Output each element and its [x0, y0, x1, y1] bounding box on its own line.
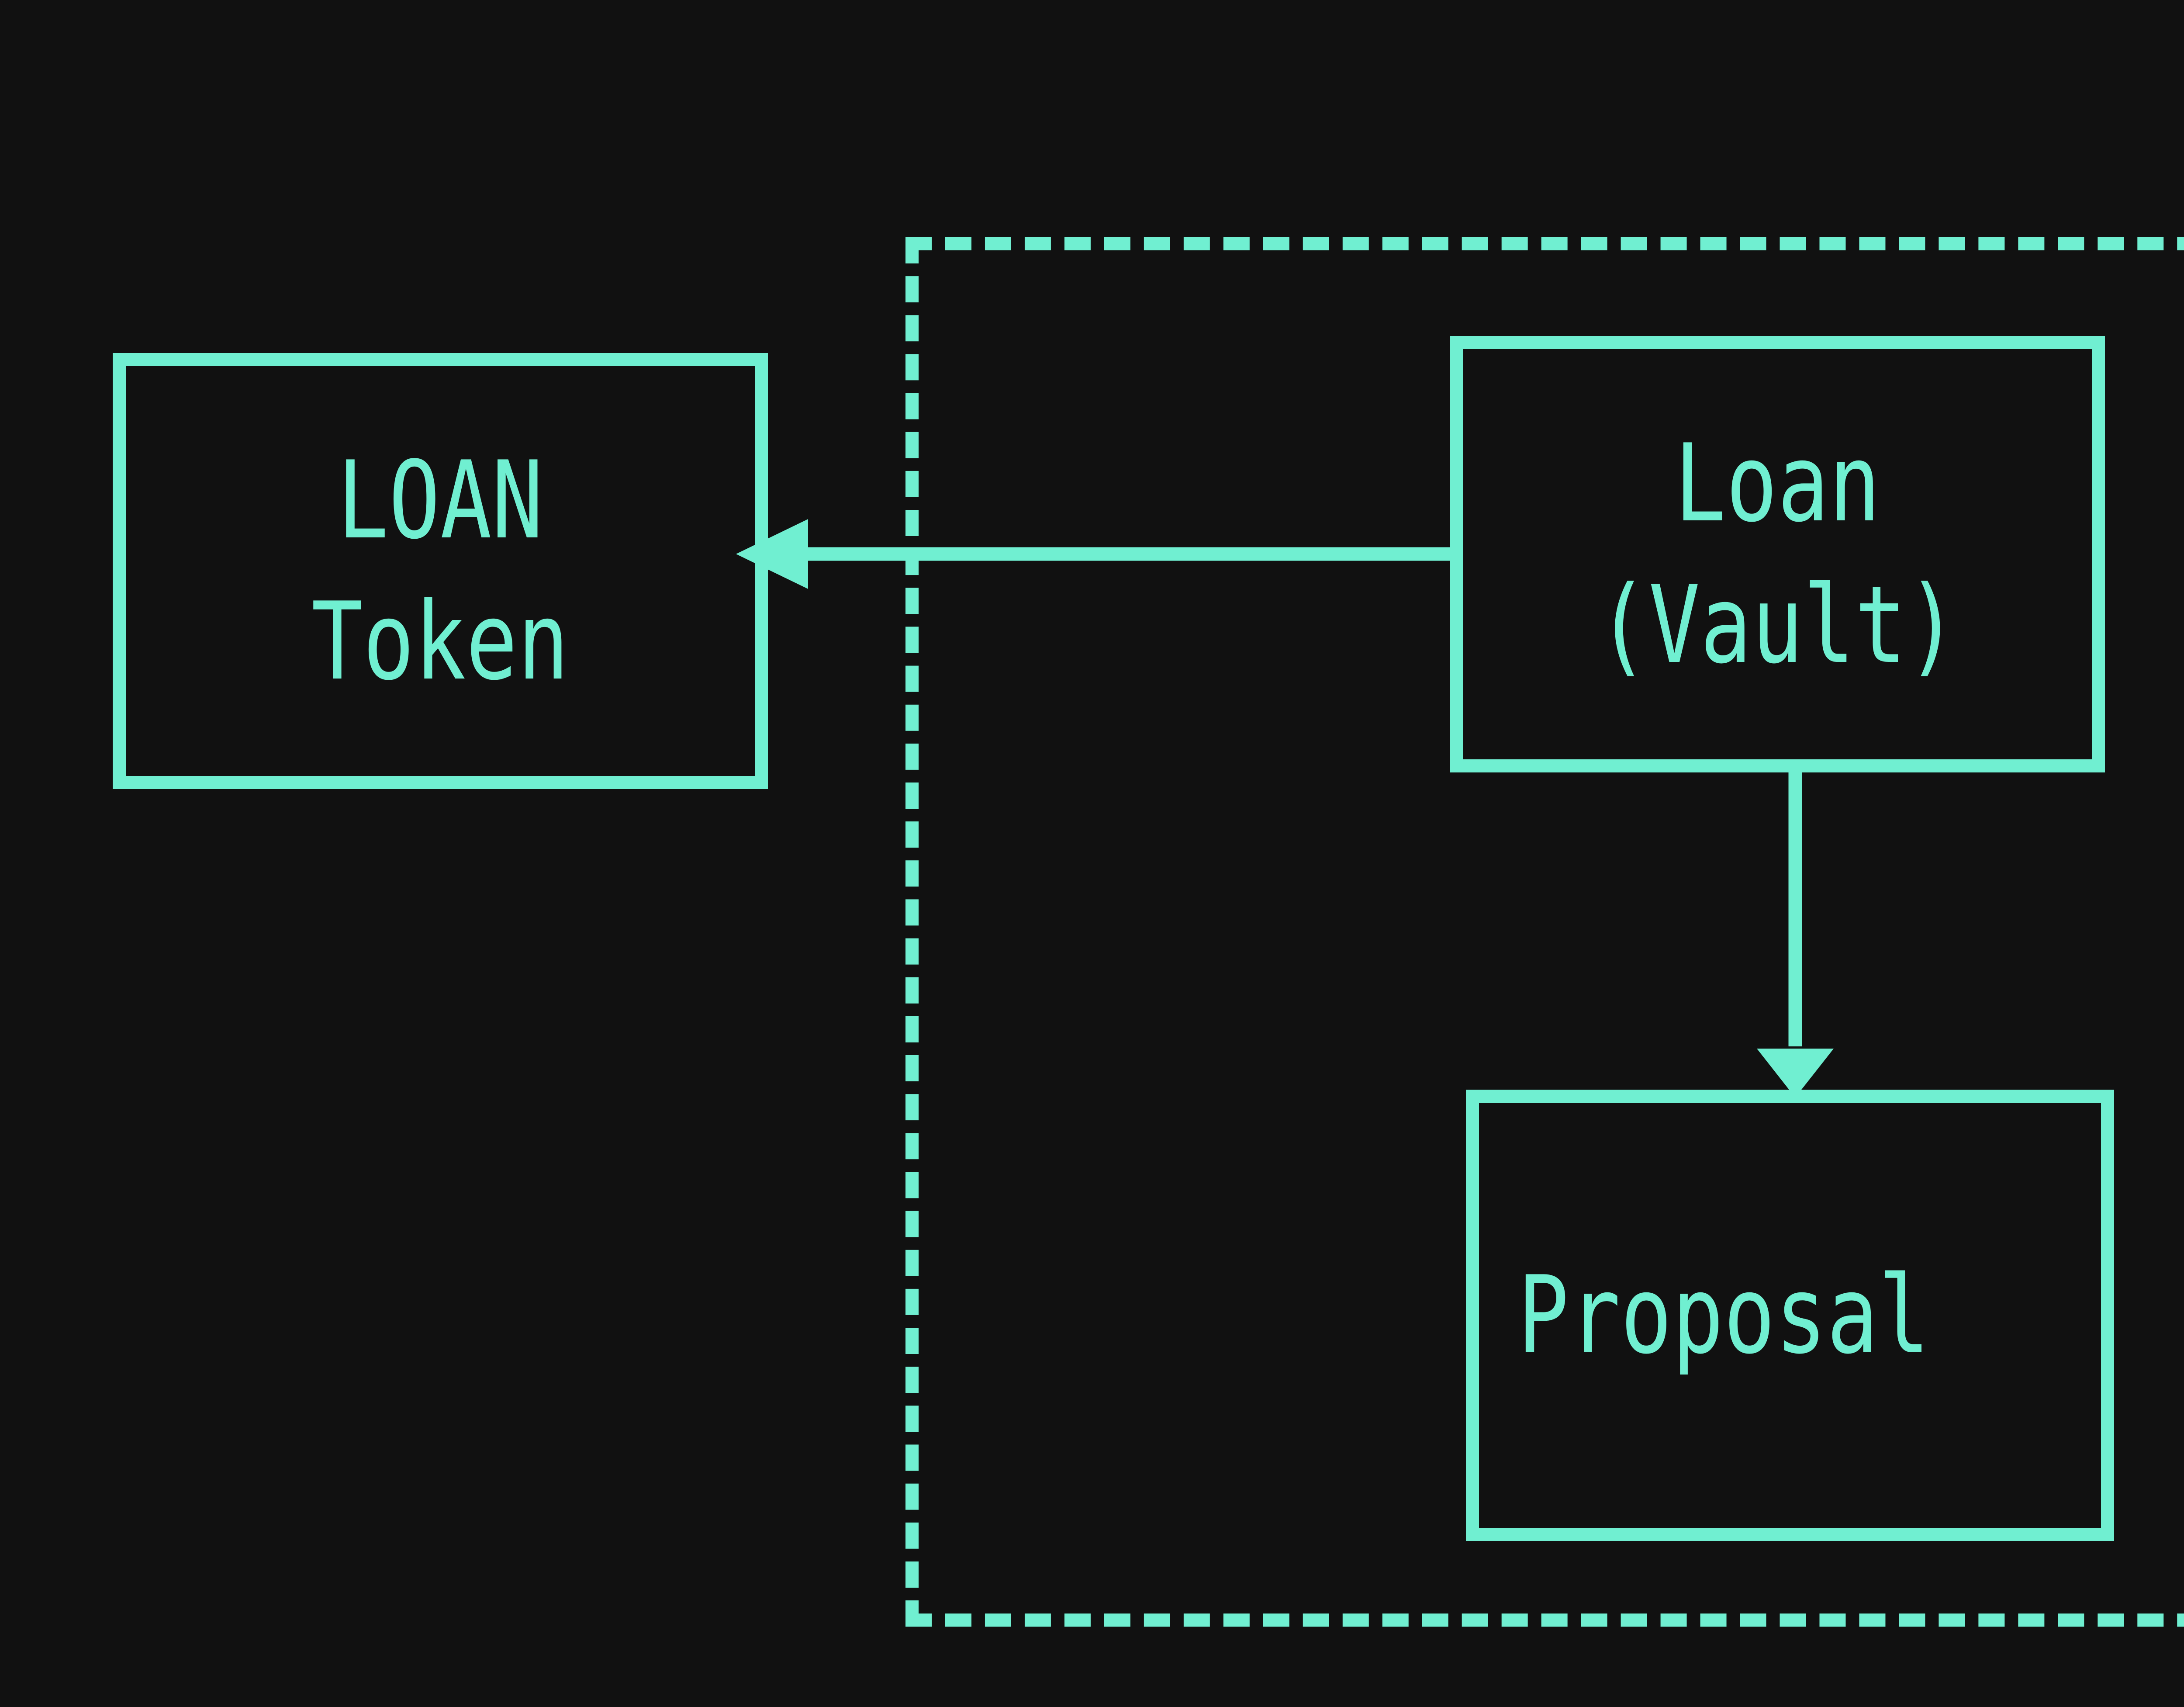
- node-loan-token-label: LOAN Token: [311, 438, 569, 704]
- node-proposal-label: Proposal: [1517, 1253, 1930, 1378]
- node-proposal[interactable]: Proposal: [1466, 1090, 2114, 1541]
- edge-loan-vault-to-proposal: [1757, 760, 1834, 1098]
- edge-loan-vault-to-loan-token: [736, 519, 1452, 589]
- node-loan-token[interactable]: LOAN Token: [113, 353, 768, 789]
- node-loan-vault-label: Loan (Vault): [1597, 421, 1958, 687]
- arrowhead-left-icon: [736, 519, 808, 589]
- node-loan-vault[interactable]: Loan (Vault): [1450, 336, 2105, 772]
- loan-type-group-container: [905, 237, 2184, 1627]
- arrowhead-down-icon: [1757, 1049, 1834, 1098]
